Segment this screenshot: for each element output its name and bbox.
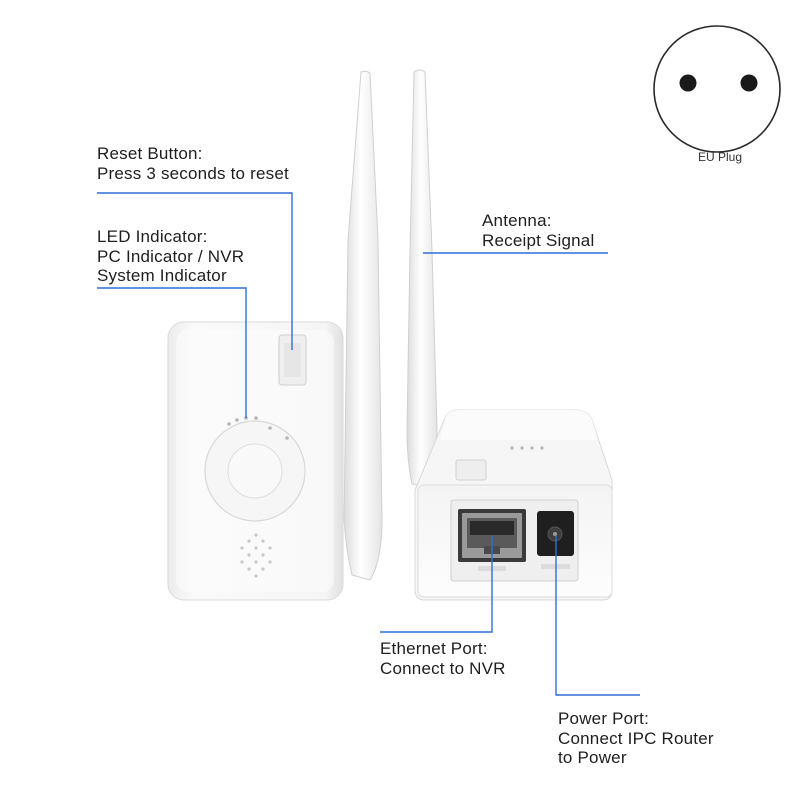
- reset-title: Reset Button:: [97, 144, 203, 163]
- eu-plug-icon: [653, 25, 781, 153]
- ethernet-title: Ethernet Port:: [380, 639, 488, 658]
- power-callout-line: [555, 536, 640, 696]
- antenna-callout-label: Antenna: Receipt Signal: [482, 211, 594, 250]
- power-line-3: to Power: [558, 748, 627, 767]
- antenna-icon: [343, 70, 383, 581]
- speaker-grille-icon: [240, 533, 272, 578]
- led-line-3: System Indicator: [97, 266, 227, 285]
- ethernet-callout-line: [380, 536, 493, 633]
- led-line-2: PC Indicator / NVR: [97, 246, 245, 266]
- left-device: [167, 321, 344, 601]
- reset-callout-label: Reset Button: Press 3 seconds to reset: [97, 144, 289, 183]
- antenna-title: Antenna:: [482, 211, 552, 230]
- led-callout-line: [97, 287, 247, 418]
- callout-lines: [97, 192, 640, 696]
- antenna-right: [406, 69, 438, 487]
- ethernet-port-icon: [458, 509, 526, 571]
- led-title: LED Indicator:: [97, 227, 208, 246]
- reset-description: Press 3 seconds to reset: [97, 163, 289, 183]
- power-line-2: Connect IPC Router: [558, 728, 714, 748]
- reset-callout-line: [97, 192, 293, 350]
- antenna-description: Receipt Signal: [482, 230, 595, 250]
- reset-button[interactable]: [278, 334, 307, 386]
- led-indicator-icon: [204, 416, 306, 522]
- ethernet-description: Connect to NVR: [380, 658, 506, 678]
- power-title: Power Port:: [558, 709, 650, 728]
- led-callout-label: LED Indicator: PC Indicator / NVR System…: [97, 227, 244, 286]
- right-device: [414, 409, 613, 601]
- power-callout-label: Power Port: Connect IPC Router to Power: [558, 709, 714, 768]
- plug-caption: EU Plug: [697, 150, 743, 164]
- ethernet-callout-label: Ethernet Port: Connect to NVR: [380, 639, 506, 678]
